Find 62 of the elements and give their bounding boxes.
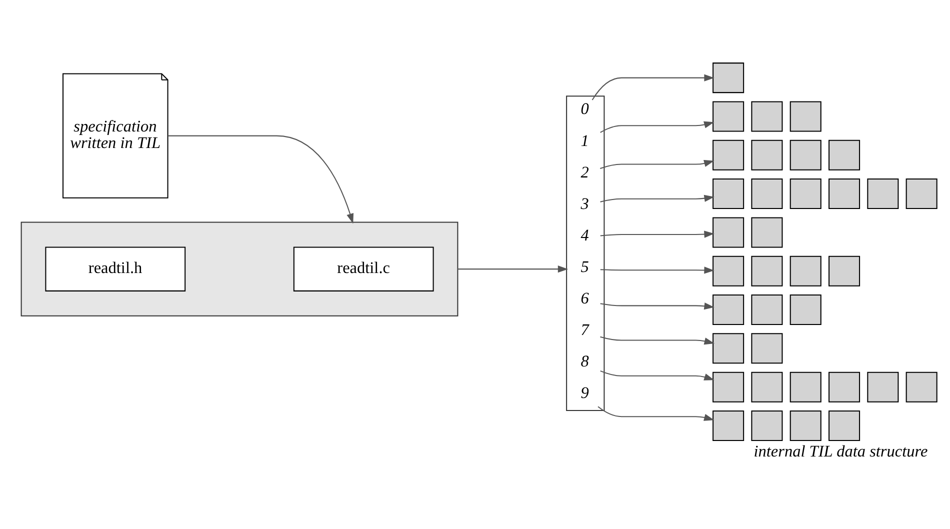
cluster <box>20 221 458 316</box>
node-box <box>828 255 860 286</box>
node-text: 0 <box>580 100 589 118</box>
node-box <box>790 139 822 170</box>
node-box <box>712 332 744 364</box>
node-box <box>751 332 783 364</box>
node-box <box>751 294 783 325</box>
arrow <box>600 159 714 169</box>
node-box <box>867 371 899 402</box>
arrow <box>598 406 714 420</box>
node-box <box>790 100 822 132</box>
node-box <box>790 255 822 286</box>
node-box <box>712 294 744 325</box>
node-box <box>712 410 744 440</box>
node-box <box>712 62 744 93</box>
node-text: 2 <box>580 162 589 181</box>
node-box <box>751 139 783 170</box>
arrow <box>592 74 714 100</box>
node-box <box>712 100 744 132</box>
node-box <box>751 410 783 440</box>
arrow <box>458 265 568 272</box>
node-text: 7 <box>580 320 589 338</box>
arrow <box>600 370 714 380</box>
node-box <box>751 255 783 286</box>
node-box <box>828 410 860 440</box>
node-box <box>828 139 860 170</box>
arrow <box>600 194 714 202</box>
cluster <box>566 95 605 410</box>
arrow <box>600 336 715 344</box>
node-text: 3 <box>580 194 589 212</box>
node-text: 6 <box>580 288 589 307</box>
node-box <box>790 371 822 402</box>
node-box <box>712 178 744 209</box>
node-box <box>712 371 744 402</box>
arrow <box>600 266 714 274</box>
node-box <box>751 216 783 248</box>
node-box <box>790 178 822 209</box>
node-text: 4 <box>580 226 589 244</box>
node-box <box>712 216 744 248</box>
node-text: 9 <box>580 384 589 402</box>
node-box <box>906 371 938 402</box>
node-box <box>712 255 744 286</box>
node-box <box>712 139 744 170</box>
node-box <box>790 294 822 325</box>
arrow <box>168 134 354 224</box>
arrow <box>600 230 714 238</box>
node-box <box>906 178 938 209</box>
node-text: 8 <box>580 352 589 370</box>
node-box <box>790 410 822 440</box>
node-text: 1 <box>580 131 589 150</box>
arrow <box>600 120 714 132</box>
arrow <box>600 302 714 310</box>
caption: internal TIL data structure <box>754 442 928 460</box>
node-box <box>828 371 860 402</box>
node-box <box>828 178 860 209</box>
node-box: readtil.c <box>293 246 434 291</box>
node-box <box>867 178 899 209</box>
node-box <box>751 100 783 132</box>
node-box <box>751 178 783 209</box>
node-box <box>751 371 783 402</box>
node-box: readtil.h <box>45 246 186 291</box>
node-text: 5 <box>580 257 589 276</box>
